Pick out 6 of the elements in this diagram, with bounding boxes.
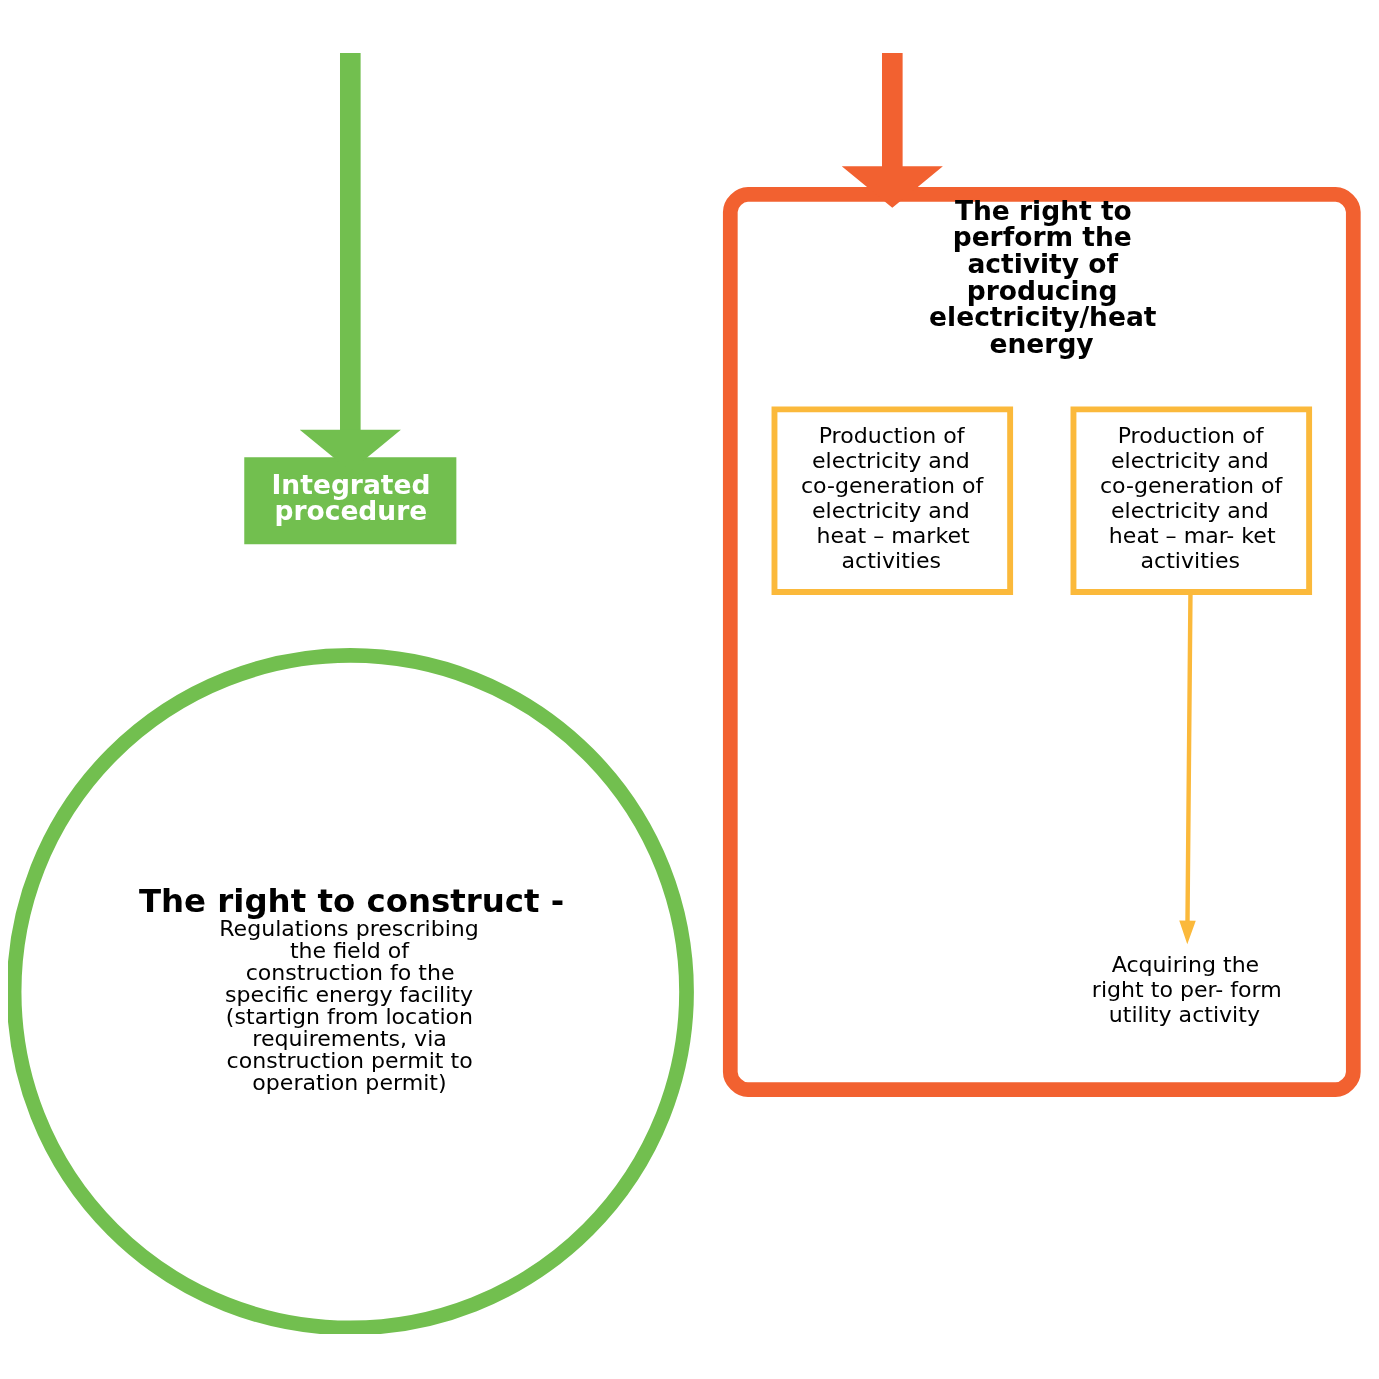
node-box: Integrated procedure — [244, 456, 457, 544]
node-circle: The right to construct - Regulations prescribing the field of construction fo the specific energy facility (startign from location requirements, via construction permit to operation permit) — [8, 647, 694, 1334]
node-text: Acquiring the right to per- form utility activity — [1091, 950, 1282, 1027]
node-box: Production of electricity and co-generation of electricity and heat – market activities — [771, 405, 1014, 595]
node-box: Production of electricity and co-generation of electricity and heat – mar- ket activities — [1070, 405, 1313, 595]
arrow — [841, 52, 943, 208]
